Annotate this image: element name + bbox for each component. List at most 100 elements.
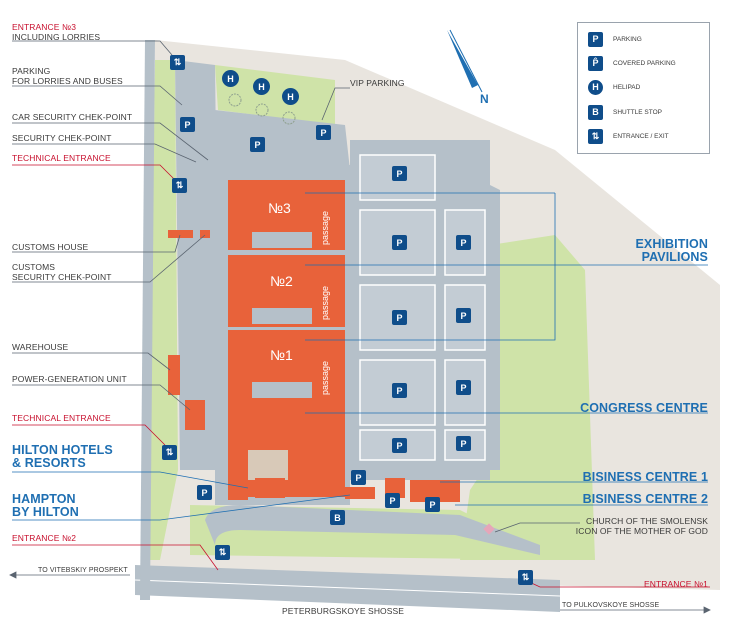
parking-icon: P <box>180 117 195 132</box>
highway-lane <box>134 579 561 597</box>
parking-icon: P <box>456 308 471 323</box>
map-legend: P PARKING P̂ COVERED PARKING H HELIPAD B… <box>577 22 710 154</box>
helipad-icon: H <box>222 70 239 87</box>
covered-parking-icon: P <box>425 497 440 512</box>
helipad-icon: H <box>282 88 299 105</box>
legend-label: PARKING <box>613 35 642 43</box>
hilton-label: HILTON HOTELS <box>12 443 113 457</box>
entrance-1-label: ENTRANCE №1 <box>643 579 708 589</box>
legend-label: HELIPAD <box>613 83 641 91</box>
passage-label-1: passage <box>320 360 330 395</box>
bottom-loop-road <box>205 505 540 555</box>
including-lorries-label: INCLUDING LORRIES <box>12 32 101 42</box>
warehouse-label: WAREHOUSE <box>12 342 69 352</box>
parking-lot-6 <box>359 359 436 426</box>
church-label: CHURCH OF THE SMOLENSK <box>585 516 708 526</box>
helipad-icon: H <box>588 79 603 95</box>
legend-label: ENTRANCE / EXIT <box>613 132 669 140</box>
parking-icon: P <box>456 436 471 451</box>
parking-icon: P <box>351 470 366 485</box>
customs-house-label: CUSTOMS HOUSE <box>12 242 89 252</box>
entrance-exit-icon: ⇅ <box>215 545 230 560</box>
helipad-icon: H <box>253 78 270 95</box>
entrance-exit-icon: ⇅ <box>588 128 603 144</box>
parking-icon: P <box>392 383 407 398</box>
hilton-resorts-label: & RESORTS <box>12 456 86 470</box>
parking-icon: P <box>316 125 331 140</box>
hampton-building <box>255 478 285 498</box>
parking-icon: P <box>392 438 407 453</box>
helipad-pad-1 <box>228 93 242 107</box>
customs-house-building <box>168 230 193 238</box>
covered-parking-icon: P <box>385 493 400 508</box>
customs-security-label: SECURITY CHEK-POINT <box>12 272 112 282</box>
technical-entrance-bottom-label: TECHNICAL ENTRANCE <box>12 413 111 423</box>
business-centre-2-label: BISINESS CENTRE 2 <box>582 492 708 506</box>
hilton-building <box>228 455 248 500</box>
parking-icon: P <box>250 137 265 152</box>
church-marker <box>483 523 495 535</box>
parking-icon: P <box>456 380 471 395</box>
entrance-exit-icon: ⇅ <box>172 178 187 193</box>
legend-row-entrance: ⇅ ENTRANCE / EXIT <box>588 128 669 144</box>
legend-row-parking: P PARKING <box>588 31 642 47</box>
car-security-label: CAR SECURITY CHEK-POINT <box>12 112 133 122</box>
passage-label-2: passage <box>320 285 330 320</box>
security-checkpoint-label: SECURITY CHEK-POINT <box>12 133 112 143</box>
congress-centre-label: CONGRESS CENTRE <box>580 401 708 415</box>
parking-icon: P <box>588 31 603 47</box>
road-name-label: PETERBURGSKOYE SHOSSE <box>282 606 405 616</box>
road-left-grey <box>175 60 220 470</box>
callout-lines-blue <box>12 192 708 521</box>
covered-parking-icon: P̂ <box>588 55 603 71</box>
legend-row-shuttle: B SHUTTLE STOP <box>588 104 662 120</box>
parking-lorries-buses-label: FOR LORRIES AND BUSES <box>12 76 123 86</box>
church-icon-label: ICON OF THE MOTHER OF GOD <box>575 526 708 536</box>
hampton-link <box>345 487 375 499</box>
left-road <box>140 40 155 600</box>
passage-gap-3 <box>252 382 312 398</box>
passage-label-3: passage <box>320 210 330 245</box>
north-label: N <box>480 92 489 106</box>
parking-icon: P <box>197 485 212 500</box>
hampton-label: HAMPTON <box>12 492 76 506</box>
entrance-2-label: ENTRANCE №2 <box>12 533 77 543</box>
passage-gap-1 <box>252 232 312 248</box>
passage-gap-2 <box>252 308 312 324</box>
helipad-pad-2 <box>255 103 269 117</box>
pavilion-1-label: №1 <box>270 347 293 363</box>
pavilion-3-label: №3 <box>268 200 291 216</box>
customs-checkpoint-building <box>200 230 210 238</box>
helipad-pad-3 <box>282 111 296 125</box>
to-pulkovskoye-label: TO PULKOVSKOYE SHOSSE <box>562 602 660 609</box>
power-unit-label: POWER-GENERATION UNIT <box>12 374 127 384</box>
parking-icon: P <box>456 235 471 250</box>
pavilions-label: PAVILIONS <box>641 250 708 264</box>
callout-lines <box>12 40 580 533</box>
parking-icon: P <box>392 166 407 181</box>
legend-label: SHUTTLE STOP <box>613 108 663 116</box>
parking-lorries-label: PARKING <box>12 66 51 76</box>
hampton-by-hilton-label: BY HILTON <box>12 505 79 519</box>
parking-icon: P <box>392 310 407 325</box>
pavilion-2-label: №2 <box>270 273 293 289</box>
entrance-exit-icon: ⇅ <box>518 570 533 585</box>
north-arrow-icon <box>447 29 483 93</box>
entrance-3-label: ENTRANCE №3 <box>12 22 77 32</box>
direction-arrows <box>9 571 711 614</box>
green-area-top <box>215 65 335 125</box>
business-centre-2-building <box>410 480 460 502</box>
customs-label: CUSTOMS <box>12 262 56 272</box>
business-centre-1-label: BISINESS CENTRE 1 <box>582 470 708 484</box>
parking-icon: P <box>392 235 407 250</box>
legend-row-helipad: H HELIPAD <box>588 79 640 95</box>
vip-parking-label: VIP PARKING <box>350 78 405 88</box>
entrance-exit-icon: ⇅ <box>170 55 185 70</box>
entrance-exit-icon: ⇅ <box>162 445 177 460</box>
legend-row-covered: P̂ COVERED PARKING <box>588 55 676 71</box>
warehouse-building <box>168 355 180 395</box>
exhibition-label: EXHIBITION <box>635 237 708 251</box>
technical-entrance-top-label: TECHNICAL ENTRANCE <box>12 153 111 163</box>
congress-centre-annex <box>248 450 288 480</box>
